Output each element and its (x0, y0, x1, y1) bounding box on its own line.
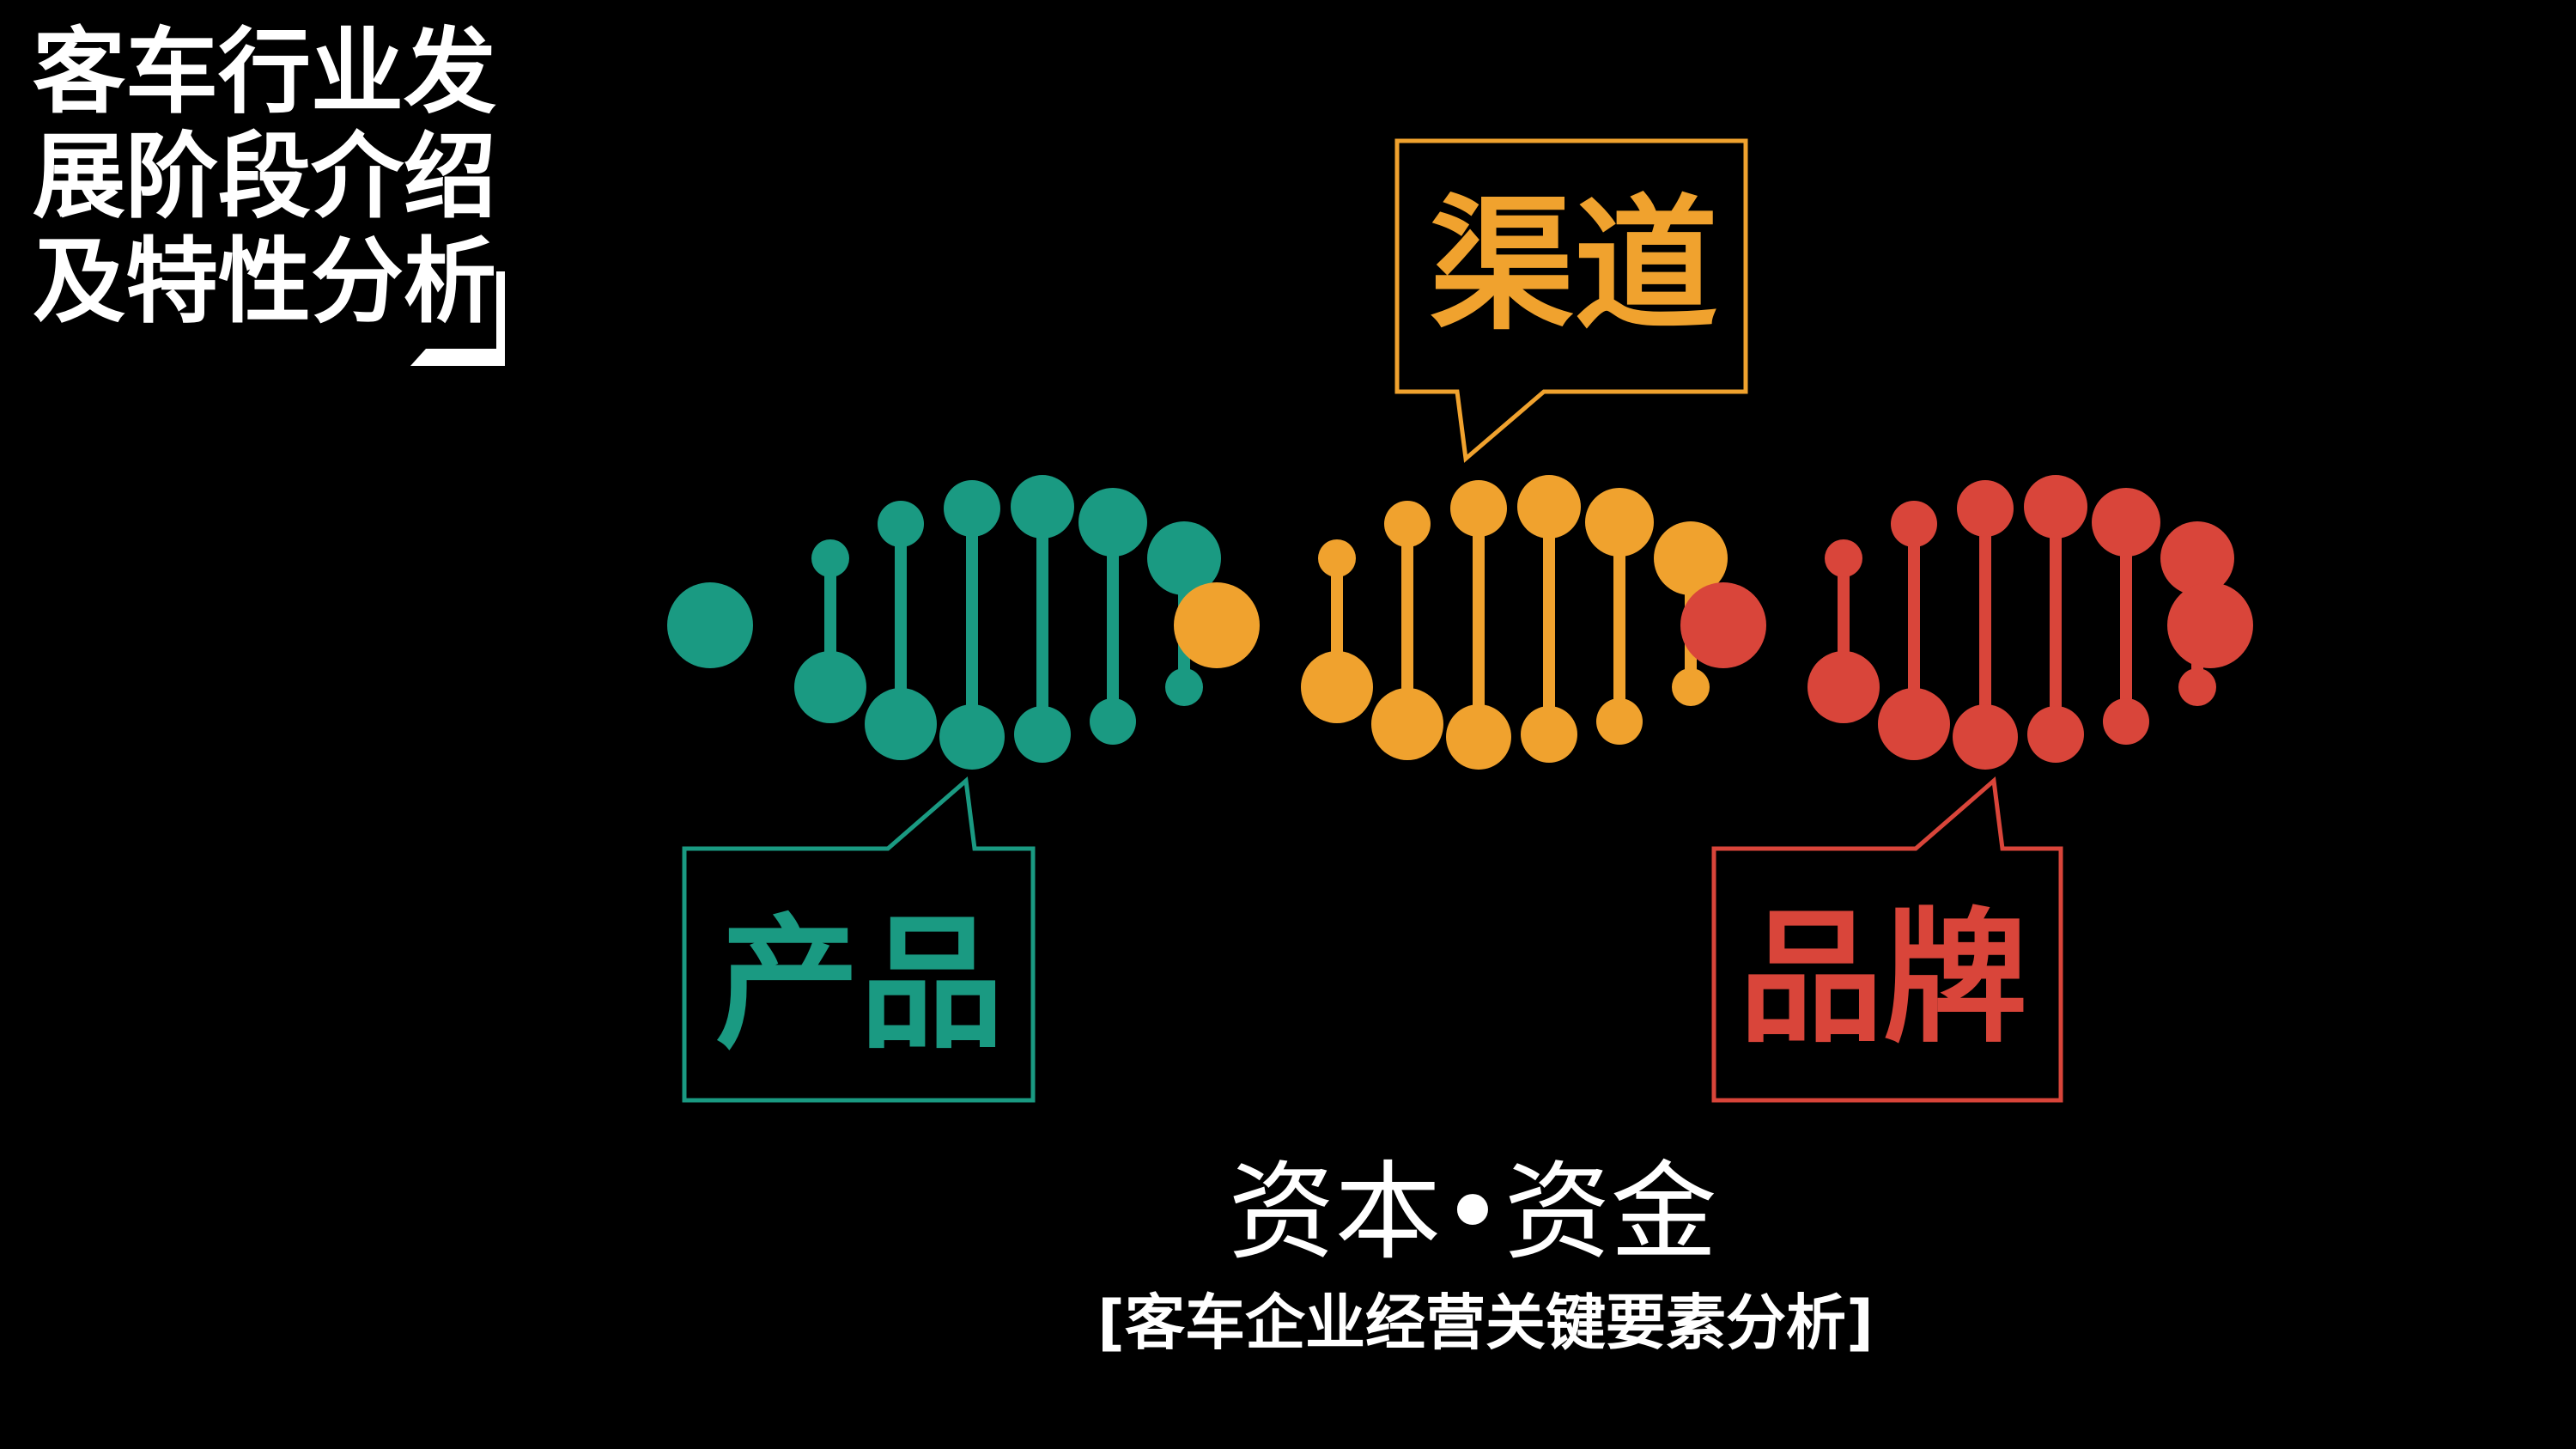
product-rung-4-bottom-node (1014, 706, 1071, 763)
title-line-3: 及特性分析 (33, 228, 497, 336)
channel-rung-3-bottom-node (1446, 704, 1511, 770)
product-rung-3-bottom-node (939, 704, 1005, 770)
channel-rung-3-top-node (1450, 480, 1507, 537)
section-title: 客车行业发 展阶段介绍 及特性分析 (33, 21, 496, 335)
product-callout-box (682, 776, 1036, 1103)
channel-label: 渠道 (1430, 181, 1718, 350)
product-rung-1-top-node (811, 539, 849, 577)
brand-rung-1-top-node (1825, 539, 1862, 577)
product-rung-4-top-node (1011, 475, 1074, 539)
analysis-caption: [客车企业经营关键要素分析] (1097, 1288, 1874, 1358)
channel-rung-1-top-node (1318, 539, 1356, 577)
channel-rung-4-top-node (1517, 475, 1581, 539)
channel-rung-4-bottom-node (1521, 706, 1577, 763)
brand-rung-1-bottom-node (1807, 651, 1880, 723)
product-label: 产品 (715, 900, 1004, 1068)
product-end-node (667, 582, 753, 668)
product-rung-3-top-node (944, 480, 1000, 537)
brand-callout-box (1711, 776, 2063, 1103)
brand-rung-5-bottom-node (2103, 698, 2149, 745)
title-line-2: 展阶段介绍 (33, 124, 497, 231)
brand-rung-2-top-node (1891, 501, 1937, 547)
channel-end-node (1174, 582, 1260, 668)
channel-rung-5-top-node (1585, 488, 1654, 557)
channel-rung-6-top-node (1654, 521, 1728, 595)
product-rung-2-top-node (878, 501, 924, 547)
brand-rung-6-bottom-node (2178, 668, 2216, 706)
brand-rung-3-bottom-node (1953, 704, 2018, 770)
channel-rung-2-top-node (1384, 501, 1431, 547)
product-rung-5-top-node (1078, 488, 1147, 557)
channel-rung-2-bottom-node (1371, 688, 1443, 760)
product-rung-1-bottom-node (794, 651, 866, 723)
product-rung-6-bottom-node (1165, 668, 1203, 706)
channel-rung-6-bottom-node (1672, 668, 1710, 706)
corner-bracket-icon (410, 271, 505, 366)
channel-callout-box (1394, 138, 1748, 463)
brand-label: 品牌 (1739, 894, 2027, 1062)
brand-rung-5-top-node (2092, 488, 2160, 557)
brand-tail-node (2167, 582, 2253, 668)
product-rung-5-bottom-node (1090, 698, 1136, 745)
title-line-1: 客车行业发 (33, 19, 497, 126)
brand-rung-6-top-node (2160, 521, 2234, 595)
brand-rung-4-top-node (2024, 475, 2087, 539)
capital-title: 资本•资金 (1228, 1151, 1717, 1275)
brand-rung-4-bottom-node (2027, 706, 2084, 763)
brand-rung-3-top-node (1957, 480, 2014, 537)
product-rung-2-bottom-node (865, 688, 937, 760)
brand-end-node (1680, 582, 1766, 668)
brand-rung-2-bottom-node (1878, 688, 1950, 760)
channel-rung-1-bottom-node (1301, 651, 1373, 723)
channel-rung-5-bottom-node (1596, 698, 1643, 745)
product-rung-6-top-node (1147, 521, 1221, 595)
